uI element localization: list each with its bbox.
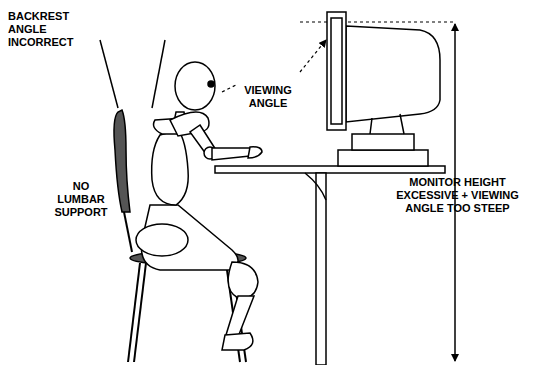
annotation-label: BACKREST ANGLE INCORRECT (8, 10, 86, 49)
angle-line (152, 40, 165, 108)
annotation-label: VIEWING ANGLE (240, 84, 296, 110)
reference-line (300, 21, 455, 22)
angle-line (100, 40, 118, 108)
annotation-label: MONITOR HEIGHT EXCESSIVE + VIEWING ANGLE… (385, 176, 530, 215)
mannequin (136, 62, 262, 350)
monitor (327, 12, 440, 166)
annotation-label: NO LUMBAR SUPPORT (52, 180, 110, 219)
sight-line (300, 40, 326, 72)
sight-line (222, 84, 238, 92)
